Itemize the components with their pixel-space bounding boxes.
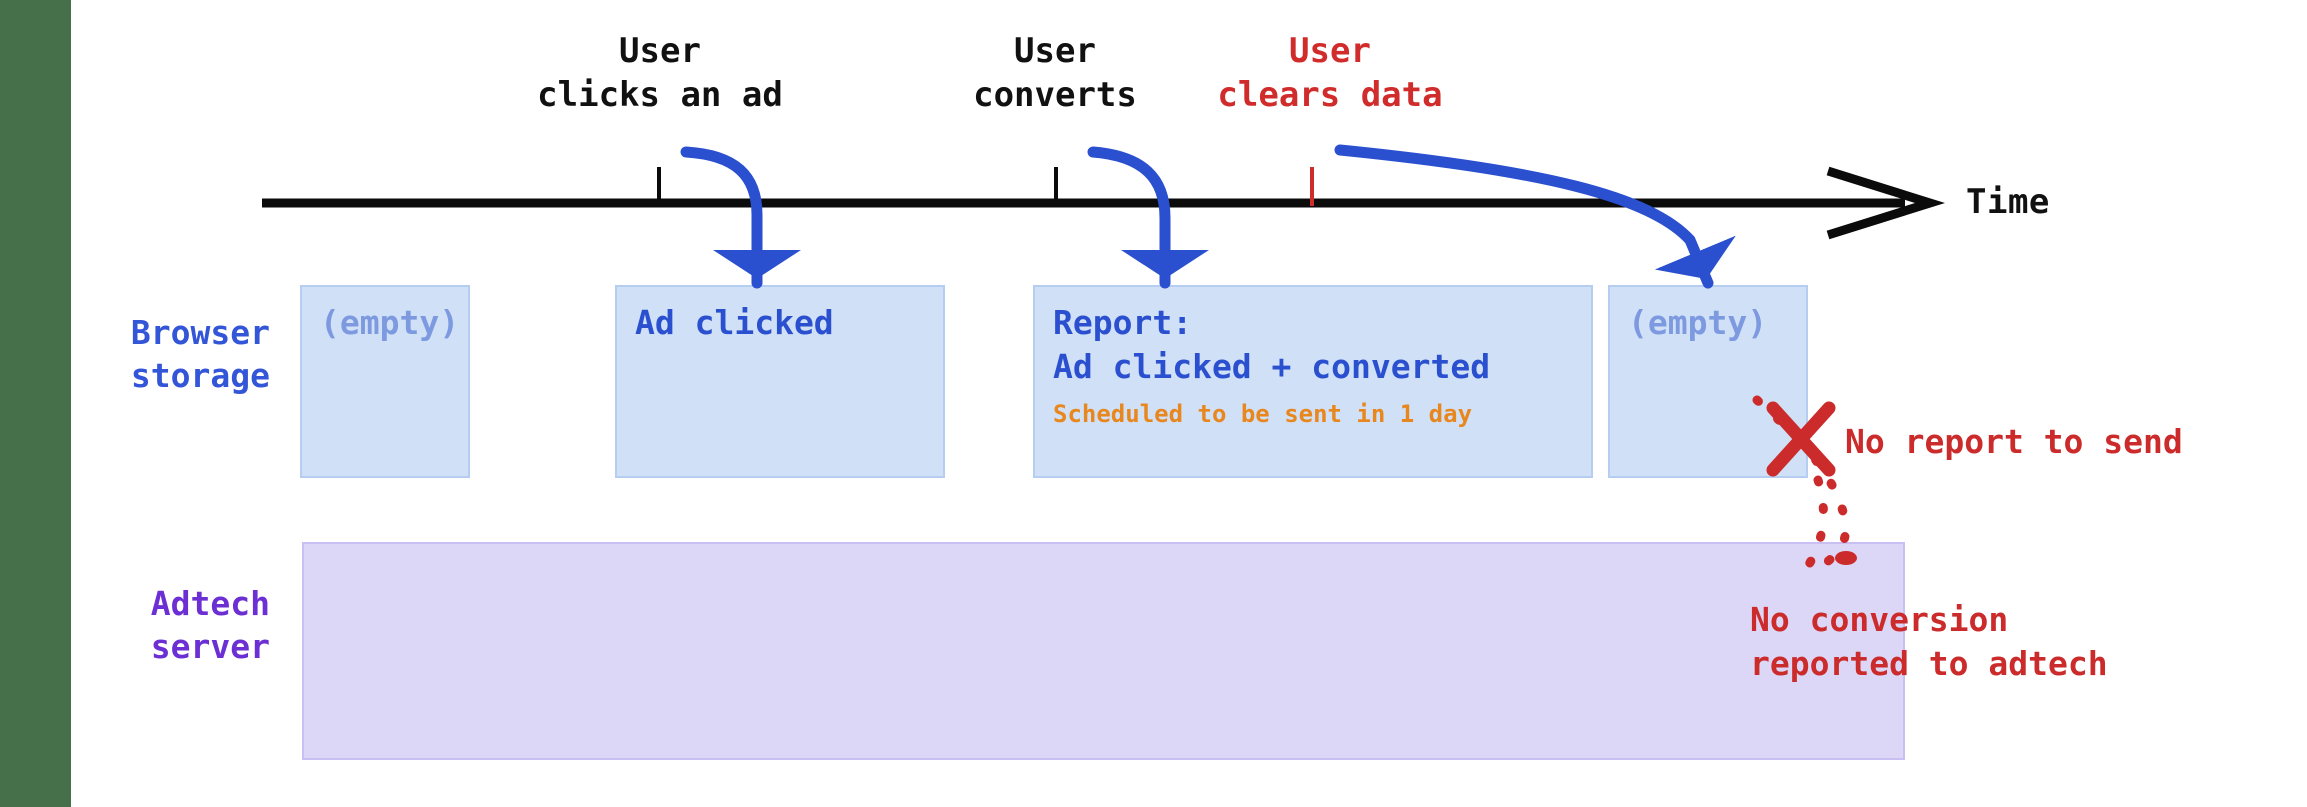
storage-box-line: (empty) [320,303,460,342]
timeline-event-label-convert: User converts [973,31,1137,115]
storage-box-schedule-note: Scheduled to be sent in 1 day [1053,399,1473,428]
timeline-axis [262,166,1946,240]
connector-click-to-ad-clicked [680,146,801,289]
annotation-no-conversion-reported: No conversion reported to adtech [1750,600,2108,683]
timeline-axis-label: Time [1966,182,2050,222]
storage-box-cleared: (empty) [1608,285,1808,478]
adtech-server-box [302,542,1905,760]
connector-clear-to-cleared [1334,144,1736,289]
storage-box-line: (empty) [1628,303,1768,342]
storage-box-line: Report: [1053,303,1193,342]
timeline-event-label-clear: User clears data [1217,31,1443,115]
timeline-event-label-click: User clicks an ad [537,31,783,115]
annotation-no-report-to-send: No report to send [1845,422,2183,461]
row-label-browser-storage: Browser storage [130,313,270,395]
storage-box-line: Ad clicked + converted [1053,346,1491,386]
storage-box-line: Ad clicked [635,303,834,342]
storage-box-ad-clicked: Ad clicked [615,285,945,478]
connector-convert-to-report [1087,146,1209,289]
row-label-adtech-server: Adtech server [150,584,270,666]
storage-box-report-scheduled: Report: Ad clicked + converted Scheduled… [1033,285,1593,478]
left-green-band [0,0,71,807]
storage-box-initial: (empty) [300,285,470,478]
